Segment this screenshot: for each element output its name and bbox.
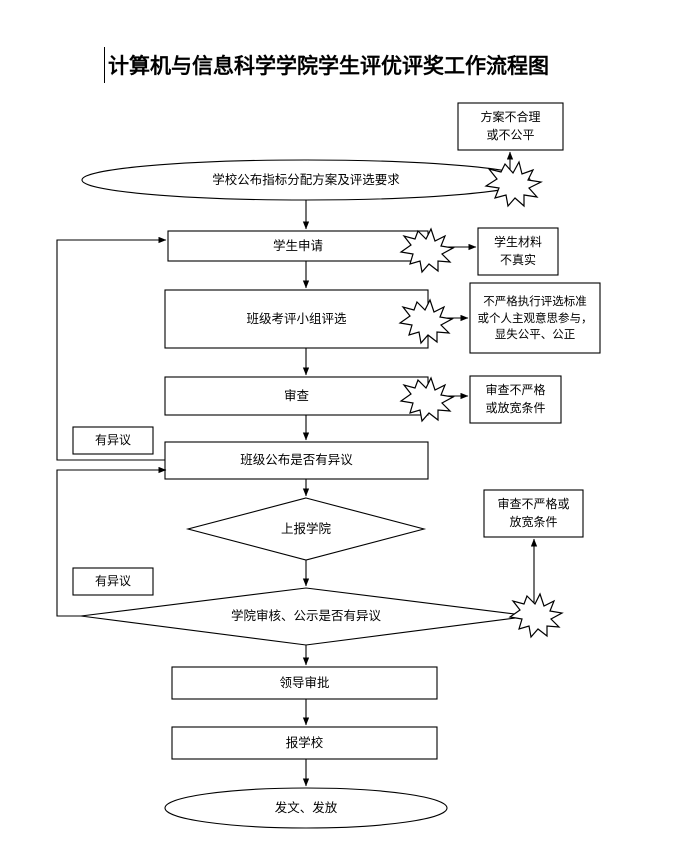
shape-student-apply: [167, 230, 429, 262]
risk-burst-college: [508, 592, 564, 639]
shape-class-publish: [164, 441, 429, 480]
shape-report-college: [185, 497, 427, 561]
risk-burst-start: [484, 160, 543, 208]
page-title: 计算机与信息科学学院学生评优评奖工作流程图: [104, 47, 624, 83]
shape-end-ellipse: [164, 787, 448, 829]
shape-plan-unfair: [457, 102, 564, 151]
shape-start-ellipse: [81, 159, 531, 201]
risk-burst-review: [398, 298, 454, 345]
shape-class-review-group: [164, 289, 429, 349]
shape-leader-approve: [171, 666, 438, 700]
shape-report-school: [171, 726, 438, 760]
shape-objection-upper: [72, 426, 154, 455]
edge-loop-collegereview-to-publish: [56, 466, 167, 617]
risk-burst-examine: [399, 376, 455, 423]
shape-college-examine-lax: [483, 489, 584, 538]
shape-standard-violation: [469, 282, 601, 354]
shape-material-untrue: [477, 227, 559, 276]
shape-examine-lax: [469, 375, 562, 424]
shape-objection-lower: [72, 567, 154, 596]
shape-examine: [164, 376, 429, 416]
risk-burst-apply: [399, 227, 455, 274]
edge-loop-publish-to-apply: [56, 236, 167, 461]
shape-college-review: [80, 587, 532, 646]
